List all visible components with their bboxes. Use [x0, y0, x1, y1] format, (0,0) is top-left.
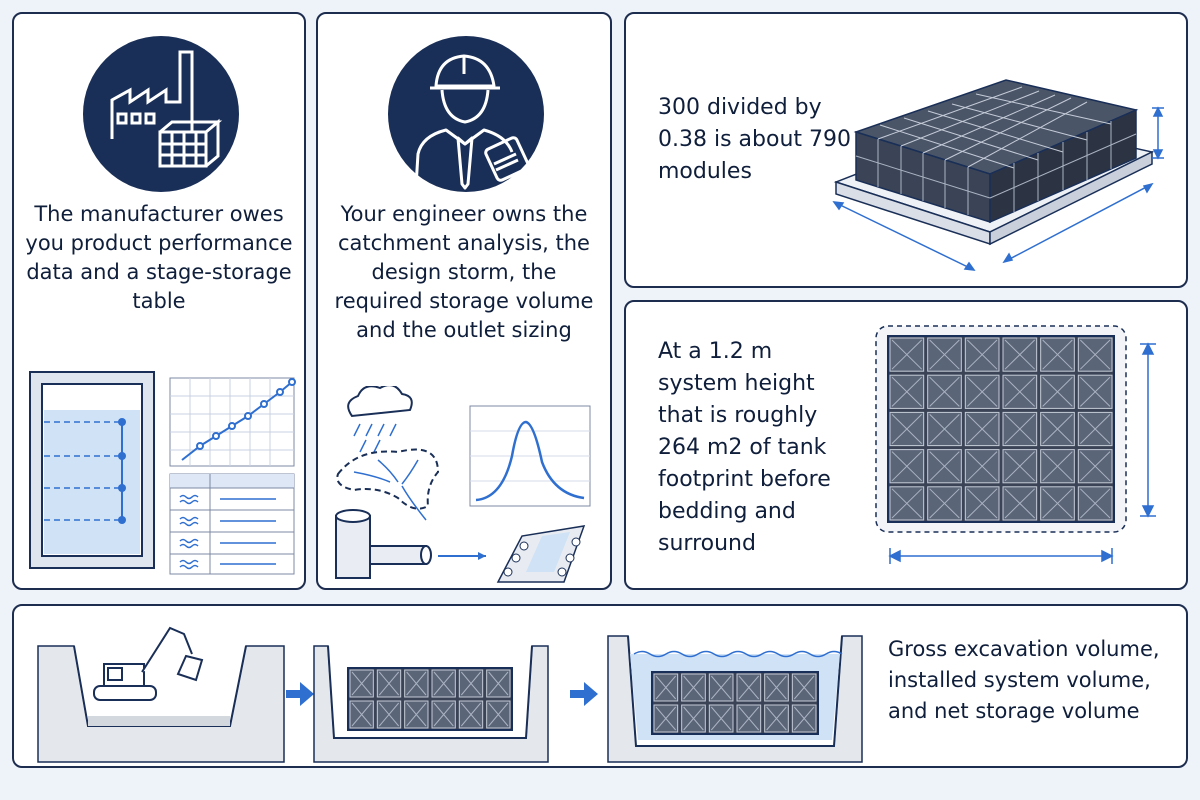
excavator-icon [93, 626, 204, 701]
module-cell-bracing [460, 702, 482, 727]
module-cell-bracing [891, 488, 923, 519]
module-plan-view-illustration [875, 325, 1156, 564]
arrow-right-icon [286, 682, 314, 706]
design-storm-hydrograph [469, 405, 591, 507]
module-cell-bracing [1004, 488, 1036, 519]
module-cell-bracing [966, 376, 998, 407]
installed-system-stage [313, 645, 549, 763]
module-cell-bracing [1079, 376, 1111, 407]
module-cell-bracing [406, 702, 427, 727]
module-cell-bracing [1079, 488, 1111, 519]
catchment-boundary [336, 448, 440, 510]
module-cell-bracing [1004, 339, 1036, 370]
factory-icon [83, 36, 239, 192]
module-cell-bracing [406, 671, 427, 696]
module-cell-bracing [738, 675, 760, 700]
module-cell-bracing [1042, 339, 1073, 370]
net-storage-stage [607, 635, 863, 763]
rain-cloud-icon [347, 386, 413, 453]
module-cell-bracing [433, 702, 454, 727]
module-cell-bracing [1042, 376, 1073, 407]
manufacturer-caption: The manufacturer owes you product perfor… [25, 202, 293, 313]
module-cell-bracing [929, 376, 960, 407]
manufacturer-panel: The manufacturer owes you product perfor… [12, 12, 306, 590]
module-cell-bracing [488, 671, 509, 696]
module-cell-bracing [1079, 339, 1111, 370]
stage-storage-graph [169, 377, 296, 467]
module-cell-bracing [683, 706, 704, 731]
module-cell-bracing [378, 671, 400, 696]
module-cell-bracing [793, 706, 815, 731]
stage-storage-table [169, 473, 295, 575]
module-cell-bracing [351, 702, 372, 727]
module-cell-bracing [683, 675, 704, 700]
module-cell-bracing [351, 671, 372, 696]
module-cell-bracing [1079, 451, 1111, 482]
module-grid [889, 337, 1113, 521]
excavation-sequence-illustration [37, 626, 863, 763]
module-cell-bracing [1042, 414, 1073, 444]
submerged-modules [653, 673, 817, 733]
module-cell-bracing [488, 702, 509, 727]
footprint-panel: At a 1.2 m system height that is roughly… [624, 300, 1188, 590]
module-cell-bracing [1042, 488, 1073, 519]
module-cell-bracing [1004, 376, 1036, 407]
tank-cross-section [29, 371, 155, 569]
module-count-caption: 300 divided by 0.38 is about 790 modules [658, 95, 852, 184]
module-cell-bracing [460, 671, 482, 696]
module-cell-bracing [793, 675, 815, 700]
module-cell-bracing [1004, 414, 1036, 444]
module-cell-bracing [766, 675, 787, 700]
outlet-channel [496, 525, 586, 583]
engineer-caption: Your engineer owns the catchment analysi… [334, 202, 594, 342]
module-cell-bracing [929, 488, 960, 519]
module-cell-bracing [1042, 451, 1073, 482]
module-cell-bracing [891, 339, 923, 370]
module-cell-bracing [378, 702, 400, 727]
footprint-caption: At a 1.2 m system height that is roughly… [658, 339, 831, 556]
module-cell-bracing [1079, 414, 1111, 444]
module-cell-bracing [710, 706, 732, 731]
module-cell-bracing [655, 675, 677, 700]
module-array-3d-illustration [832, 79, 1164, 271]
module-cell-bracing [966, 339, 998, 370]
module-cell-bracing [433, 671, 454, 696]
module-cell-bracing [966, 488, 998, 519]
stage-storage-illustration [29, 371, 296, 575]
arrow-right-icon [570, 682, 598, 706]
module-cell-bracing [891, 451, 923, 482]
module-cell-bracing [738, 706, 760, 731]
module-cell-bracing [1004, 451, 1036, 482]
module-cell-bracing [891, 414, 923, 444]
module-cell-bracing [891, 376, 923, 407]
module-cell-bracing [766, 706, 787, 731]
volumes-caption: Gross excavation volume, installed syste… [888, 637, 1160, 723]
outlet-pipe [335, 509, 486, 579]
module-cell-bracing [929, 451, 960, 482]
module-cell-bracing [966, 451, 998, 482]
module-cell-bracing [655, 706, 677, 731]
installed-modules [349, 669, 511, 729]
engineer-icon [388, 36, 544, 192]
catchment-illustration [335, 386, 591, 583]
module-cell-bracing [710, 675, 732, 700]
volumes-panel: Gross excavation volume, installed syste… [12, 604, 1188, 768]
excavation-stage [37, 626, 285, 763]
module-cell-bracing [929, 414, 960, 444]
module-cell-bracing [929, 339, 960, 370]
module-cell-bracing [966, 414, 998, 444]
module-count-panel: 300 divided by 0.38 is about 790 modules [624, 12, 1188, 288]
engineer-panel: Your engineer owns the catchment analysi… [316, 12, 612, 590]
